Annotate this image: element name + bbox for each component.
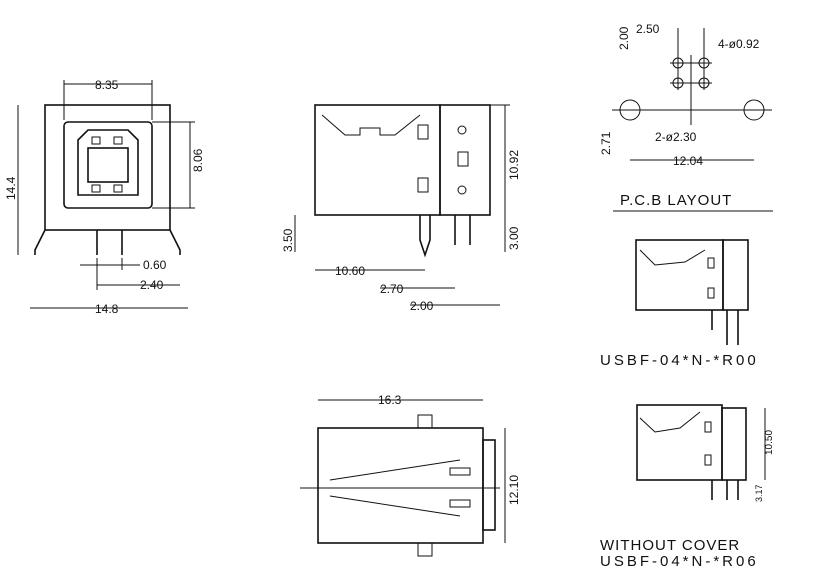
dim-2-50: 2.50 [636,22,660,36]
dim-2-holes: 2-ø2.30 [655,130,697,144]
pcb-layout: 2.50 2.00 4-ø0.92 2-ø2.30 2.71 12.04 P.C… [599,22,773,212]
without-cover-note: WITHOUT COVER [600,537,740,554]
large-hole [612,55,772,125]
dim-16-3: 16.3 [378,393,402,407]
dim-10-50: 10.50 [764,430,775,455]
dim-3-17: 3.17 [754,484,764,502]
dim-3-50: 3.50 [281,228,295,252]
small-hole [670,28,712,90]
dim-8-35: 8.35 [95,78,119,92]
bottom-view: 16.3 12.10 [300,393,521,557]
dim-12-10: 12.10 [507,475,521,505]
side-view: 10.92 3.50 3.00 10.60 2.70 2.00 [281,104,521,313]
variant-r06: 10.50 3.17 WITHOUT COVER USBF-04*N-*R06 [600,404,775,570]
front-view: 8.35 8.06 14.4 0.60 2.40 14.8 [4,78,205,316]
dim-4-holes: 4-ø0.92 [718,37,760,51]
dim-8-06: 8.06 [191,148,205,172]
dim-12-04: 12.04 [673,154,703,168]
pcb-layout-title: P.C.B LAYOUT [620,192,732,209]
dim-2-00-pcb: 2.00 [617,26,631,50]
variant-r00: USBF-04*N-*R00 [600,239,759,369]
dim-2-00: 2.00 [410,299,434,313]
dim-14-4: 14.4 [4,176,18,200]
dim-2-70: 2.70 [380,282,404,296]
dim-2-40: 2.40 [140,278,164,292]
dim-2-71: 2.71 [599,131,613,155]
dim-10-60: 10.60 [335,264,365,278]
part-number-r06: USBF-04*N-*R06 [600,553,759,570]
dim-3-00: 3.00 [507,226,521,250]
dim-0-60: 0.60 [143,258,167,272]
dim-10-92: 10.92 [507,150,521,180]
part-number-r00: USBF-04*N-*R00 [600,352,759,369]
dim-14-8: 14.8 [95,302,119,316]
